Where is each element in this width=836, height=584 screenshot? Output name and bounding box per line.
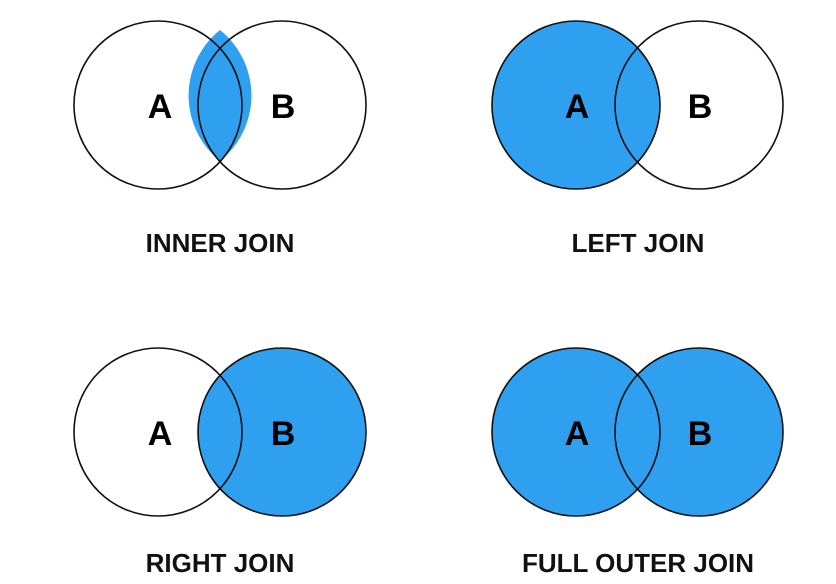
venn-right-join-label-a: A — [148, 415, 173, 453]
venn-inner-join: A B INNER JOIN — [73, 20, 367, 258]
venn-full-outer-join: A B FULL OUTER JOIN — [491, 347, 784, 578]
venn-right-join-circle-a — [73, 347, 243, 517]
venn-right-join: A B RIGHT JOIN — [73, 347, 367, 578]
venn-left-join-shaded-region — [492, 21, 660, 189]
venn-inner-join-shaded-region — [188, 30, 252, 161]
venn-full-outer-join-label-a: A — [565, 415, 590, 453]
venn-left-join-circle-a — [491, 20, 661, 190]
venn-inner-join-caption: INNER JOIN — [146, 228, 295, 258]
venn-inner-join-label-a: A — [148, 88, 173, 126]
venn-left-join-caption: LEFT JOIN — [572, 228, 705, 258]
venn-right-join-shaded-region — [198, 348, 366, 516]
venn-full-outer-join-circle-b — [614, 347, 784, 517]
venn-left-join-label-a: A — [565, 88, 590, 126]
venn-left-join-label-b: B — [688, 88, 713, 126]
venn-full-outer-join-shaded-a — [492, 348, 660, 516]
venn-left-join: A B LEFT JOIN — [491, 20, 784, 258]
venn-full-outer-join-circle-a — [491, 347, 661, 517]
venn-inner-join-circle-a — [73, 20, 243, 190]
venn-full-outer-join-shaded-b — [615, 348, 783, 516]
venn-right-join-caption: RIGHT JOIN — [146, 548, 295, 578]
venn-full-outer-join-label-b: B — [688, 415, 713, 453]
venn-right-join-circle-b — [197, 347, 367, 517]
venn-inner-join-label-b: B — [271, 88, 296, 126]
venn-inner-join-circle-b — [197, 20, 367, 190]
venn-full-outer-join-caption: FULL OUTER JOIN — [522, 548, 754, 578]
venn-right-join-label-b: B — [271, 415, 296, 453]
venn-left-join-circle-b — [614, 20, 784, 190]
